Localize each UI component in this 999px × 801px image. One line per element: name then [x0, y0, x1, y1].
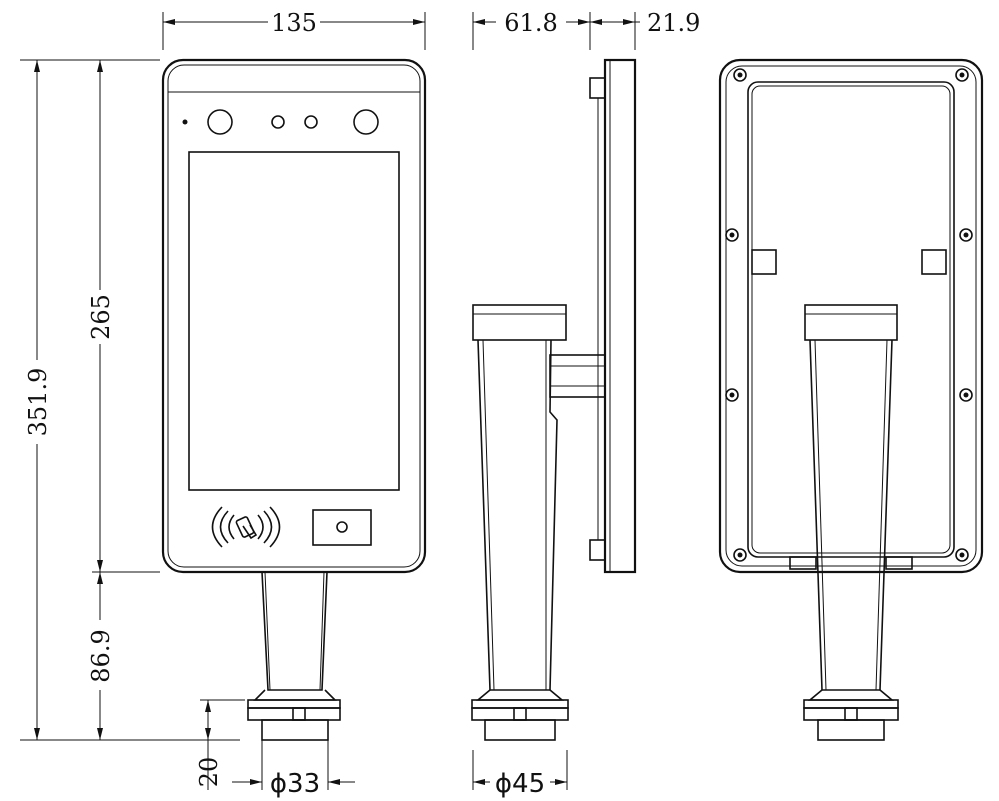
side-view — [471, 58, 637, 741]
dim-depth: 61.8 21.9 — [472, 8, 700, 50]
front-base — [247, 689, 341, 741]
front-panel-outline — [161, 58, 427, 574]
front-view — [161, 58, 427, 741]
dim-height-stand: 86.9 — [86, 572, 116, 740]
rear-cover — [747, 81, 955, 558]
rear-view — [718, 58, 984, 741]
dim-label-height-panel: 265 — [87, 294, 115, 340]
indicator-dot — [182, 119, 188, 125]
dim-diameter-side: ϕ45 — [472, 750, 568, 799]
dim-diameter-front: ϕ33 — [232, 740, 355, 799]
dim-height-total: 351.9 — [20, 59, 240, 741]
front-panel-inner-outline — [167, 64, 421, 568]
dim-width-front: 135 — [162, 8, 426, 50]
dim-label-depth-panel: 21.9 — [647, 9, 700, 37]
dim-label-diameter-side: ϕ45 — [495, 769, 545, 799]
dim-height-base: 20 — [195, 699, 245, 790]
fingerprint-lens — [336, 521, 348, 533]
dim-label-width: 135 — [271, 9, 317, 37]
screen — [188, 151, 400, 491]
rear-stand-pole — [809, 339, 893, 691]
fingerprint-module — [312, 509, 372, 546]
rear-panel-outline — [718, 58, 984, 574]
camera-right — [353, 109, 379, 135]
side-stand-pole — [477, 339, 558, 691]
side-bracket — [549, 354, 606, 398]
nfc-icon — [211, 506, 281, 548]
rear-mount-left — [751, 249, 777, 275]
dim-height-panel: 265 — [86, 60, 160, 573]
side-stand-cap — [472, 304, 567, 341]
dim-label-height-stand: 86.9 — [87, 629, 115, 682]
side-panel — [603, 58, 637, 574]
sensor-left — [271, 115, 285, 129]
sensor-right — [304, 115, 318, 129]
dim-label-height-total: 351.9 — [24, 368, 52, 437]
side-panel-lip-top — [589, 77, 606, 99]
dim-label-height-base: 20 — [195, 757, 223, 788]
side-base — [471, 689, 569, 741]
dim-label-diameter-front: ϕ33 — [270, 769, 320, 799]
rear-base — [803, 689, 899, 741]
rear-screws — [725, 68, 973, 562]
rear-stand-cap — [804, 304, 898, 341]
side-panel-lip-bottom — [589, 539, 606, 561]
rear-mount-right — [921, 249, 947, 275]
camera-left — [207, 109, 233, 135]
dim-label-depth-total: 61.8 — [504, 9, 557, 37]
front-stand-pole — [261, 571, 328, 691]
